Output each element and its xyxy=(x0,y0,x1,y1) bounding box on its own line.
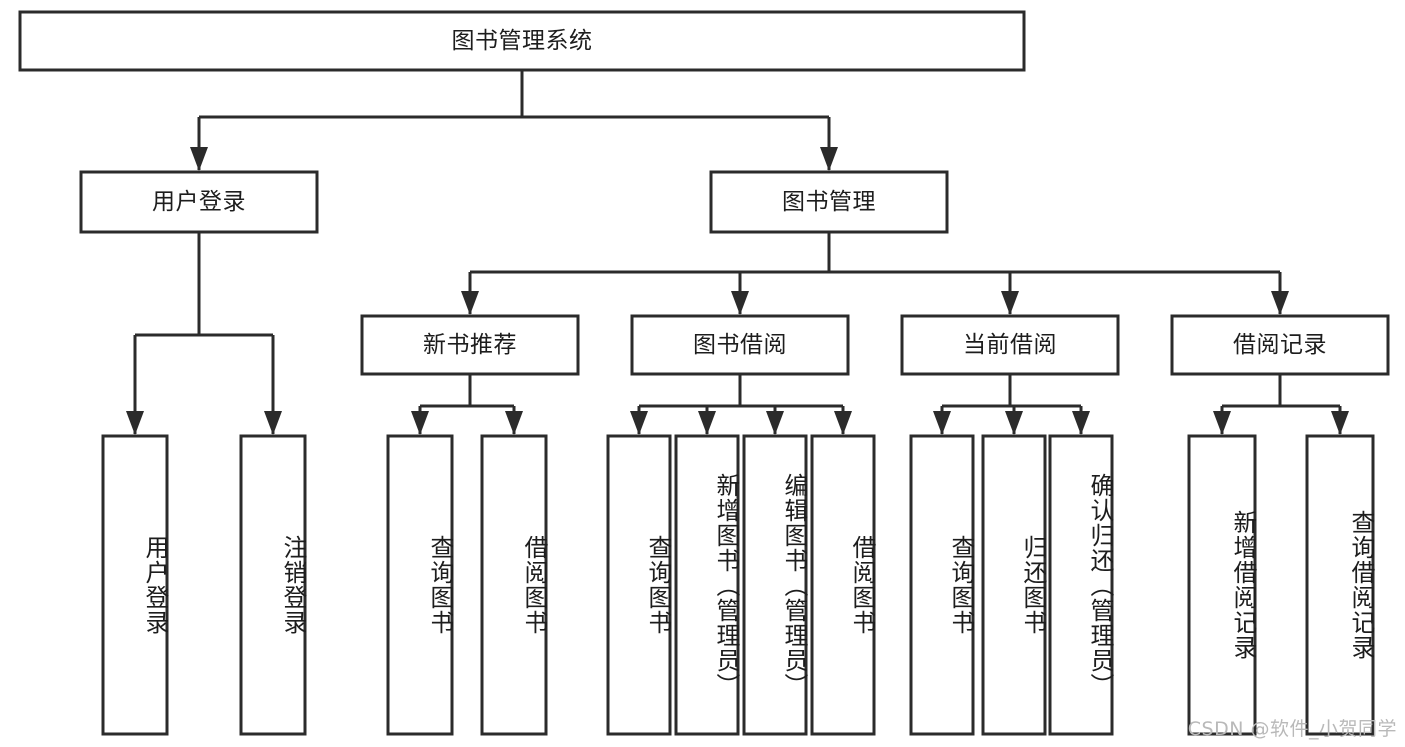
leaf-node-box[interactable] xyxy=(101,434,169,736)
leaf-node-box[interactable] xyxy=(981,434,1047,736)
arrow-head-icon xyxy=(1072,411,1090,435)
arrow-head-icon xyxy=(1271,291,1289,315)
arrow-head-icon xyxy=(461,291,479,315)
arrow-head-icon xyxy=(731,291,749,315)
arrow-head-icon xyxy=(766,411,784,435)
level3-node-box[interactable] xyxy=(630,314,850,376)
leaf-node-box[interactable] xyxy=(674,434,740,736)
arrow-head-icon xyxy=(1213,411,1231,435)
arrow-head-icon xyxy=(698,411,716,435)
leaf-node-box[interactable] xyxy=(1187,434,1257,736)
arrow-head-icon xyxy=(630,411,648,435)
level3-node-box[interactable] xyxy=(900,314,1120,376)
arrow-head-icon xyxy=(1331,411,1349,435)
arrow-head-icon xyxy=(1001,291,1019,315)
level3-node-box[interactable] xyxy=(360,314,580,376)
leaf-node-box[interactable] xyxy=(606,434,672,736)
leaf-node-box[interactable] xyxy=(386,434,454,736)
level3-node-box[interactable] xyxy=(1170,314,1390,376)
arrow-head-icon xyxy=(820,147,838,171)
arrow-head-icon xyxy=(834,411,852,435)
arrow-head-icon xyxy=(126,411,144,435)
level2-node-box[interactable] xyxy=(79,170,319,234)
node-box-layer xyxy=(18,10,1390,736)
arrow-head-icon xyxy=(411,411,429,435)
level2-node-box[interactable] xyxy=(709,170,949,234)
arrow-head-icon xyxy=(190,147,208,171)
leaf-node-box[interactable] xyxy=(810,434,876,736)
leaf-node-box[interactable] xyxy=(1048,434,1114,736)
leaf-node-box[interactable] xyxy=(742,434,808,736)
leaf-node-box[interactable] xyxy=(1305,434,1375,736)
arrow-head-icon xyxy=(264,411,282,435)
connector-layer xyxy=(126,70,1349,435)
arrow-head-icon xyxy=(933,411,951,435)
leaf-node-box[interactable] xyxy=(480,434,548,736)
leaf-node-box[interactable] xyxy=(239,434,307,736)
leaf-node-box[interactable] xyxy=(909,434,975,736)
arrow-head-icon xyxy=(505,411,523,435)
root-node-box[interactable] xyxy=(18,10,1026,72)
arrow-head-icon xyxy=(1005,411,1023,435)
